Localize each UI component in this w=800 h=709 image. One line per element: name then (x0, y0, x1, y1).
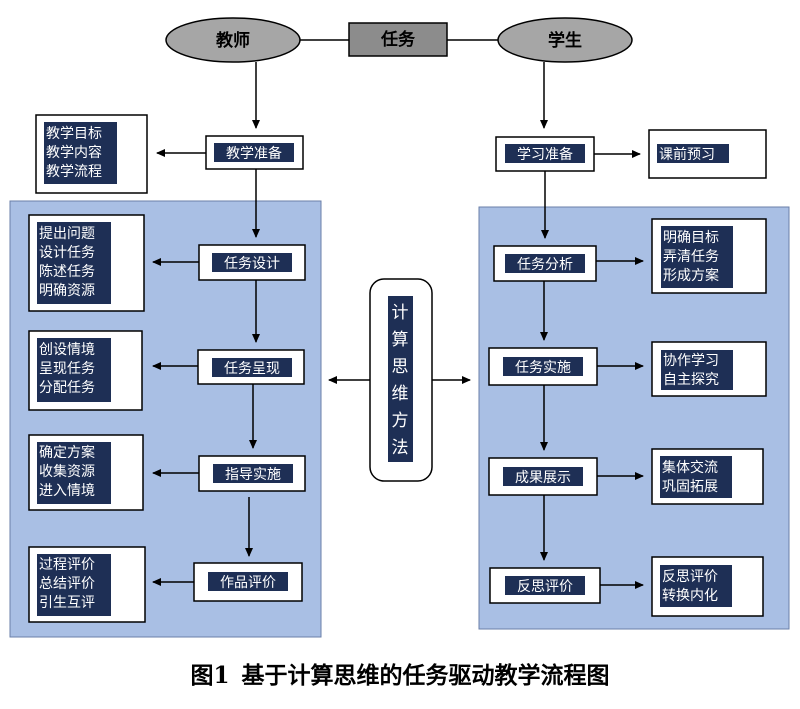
center-method-char: 思 (392, 357, 409, 377)
student-showcase-note: 集体交流 (662, 459, 718, 476)
center-method-highlight (388, 296, 413, 462)
teacher-present-notes-highlight (37, 338, 111, 402)
teacher-label: 教师 (215, 30, 250, 51)
task-label: 任务 (380, 29, 416, 50)
teacher-step-present-highlight (212, 358, 292, 377)
teacher-design-note: 陈述任务 (39, 263, 95, 280)
teacher-design-note: 设计任务 (39, 245, 95, 261)
figure-caption: 图1 基于计算思维的任务驱动教学流程图 (0, 656, 800, 690)
student-reflect-note: 转换内化 (662, 587, 718, 604)
teacher-guide-note: 收集资源 (39, 463, 95, 480)
teacher-step-design-label: 任务设计 (224, 256, 280, 272)
teacher-prep-notes-highlight (44, 122, 117, 184)
teacher-guide-notes-highlight (37, 442, 111, 504)
student-prep-highlight (505, 144, 585, 163)
teacher-evaluate-note: 总结评价 (39, 576, 95, 592)
teacher-prep-label: 教学准备 (226, 145, 282, 162)
center-method-char: 计 (392, 303, 409, 323)
student-step-analysis-highlight (505, 254, 585, 273)
student-analysis-note: 弄清任务 (663, 249, 719, 265)
center-method-char: 方 (392, 411, 409, 431)
flowchart-diagram: 教师 任务 学生 教学准备 教学目标 教学内容 教学流程 任务设计 提出问题 设… (9, 17, 790, 638)
teacher-design-note: 提出问题 (39, 226, 95, 242)
teacher-present-note: 呈现任务 (39, 361, 95, 377)
teacher-evaluate-note: 引生互评 (39, 595, 95, 611)
center-method-char: 算 (392, 330, 409, 350)
student-implement-note: 自主探究 (663, 372, 719, 388)
student-prep-notes-highlight (657, 144, 729, 163)
teacher-evaluate-note: 过程评价 (39, 557, 95, 573)
teacher-prep-note: 教学流程 (46, 164, 102, 180)
teacher-present-note: 分配任务 (39, 380, 95, 396)
student-step-reflect-highlight (505, 576, 585, 595)
teacher-step-evaluate-highlight (208, 572, 288, 591)
student-step-showcase-highlight (503, 467, 583, 486)
student-prep-label: 学习准备 (517, 146, 573, 163)
student-analysis-note: 明确目标 (663, 230, 719, 246)
student-ellipse (497, 17, 633, 63)
center-method-char: 法 (392, 438, 409, 458)
student-step-implement-label: 任务实施 (515, 360, 571, 376)
student-reflect-notes-highlight (660, 565, 732, 607)
student-step-showcase-label: 成果展示 (515, 470, 571, 486)
student-analysis-notes-highlight (661, 226, 733, 288)
student-showcase-notes-highlight (660, 456, 732, 498)
teacher-step-present-label: 任务呈现 (224, 361, 280, 377)
teacher-step-design-highlight (212, 253, 292, 272)
teacher-prep-note: 教学内容 (46, 144, 102, 161)
student-implement-notes-highlight (661, 350, 733, 390)
teacher-prep-note: 教学目标 (46, 126, 102, 142)
teacher-design-note: 明确资源 (39, 283, 95, 299)
figure-title: 基于计算思维的任务驱动教学流程图 (241, 662, 610, 689)
student-step-analysis-label: 任务分析 (517, 257, 573, 273)
student-implement-note: 协作学习 (663, 353, 719, 369)
teacher-design-notes-highlight (37, 222, 111, 304)
student-step-implement-highlight (503, 357, 583, 376)
teacher-guide-note: 确定方案 (39, 444, 95, 461)
teacher-ellipse (165, 17, 301, 63)
figure-number: 图1 (190, 662, 230, 689)
teacher-step-evaluate-label: 作品评价 (220, 575, 276, 591)
student-showcase-note: 巩固拓展 (662, 479, 718, 495)
student-reflect-note: 反思评价 (662, 569, 718, 585)
student-prep-note: 课前预习 (659, 146, 715, 163)
teacher-guide-note: 进入情境 (39, 483, 95, 499)
student-analysis-note: 形成方案 (663, 267, 719, 284)
teacher-step-guide-label: 指导实施 (225, 467, 281, 483)
center-method-char: 维 (392, 384, 409, 404)
teacher-present-note: 创设情境 (39, 342, 95, 358)
teacher-evaluate-notes-highlight (37, 554, 111, 616)
student-step-reflect-label: 反思评价 (517, 579, 573, 595)
teacher-prep-highlight (214, 143, 294, 162)
student-label: 学生 (548, 30, 582, 51)
task-box (348, 22, 448, 57)
teacher-step-guide-highlight (213, 464, 293, 483)
